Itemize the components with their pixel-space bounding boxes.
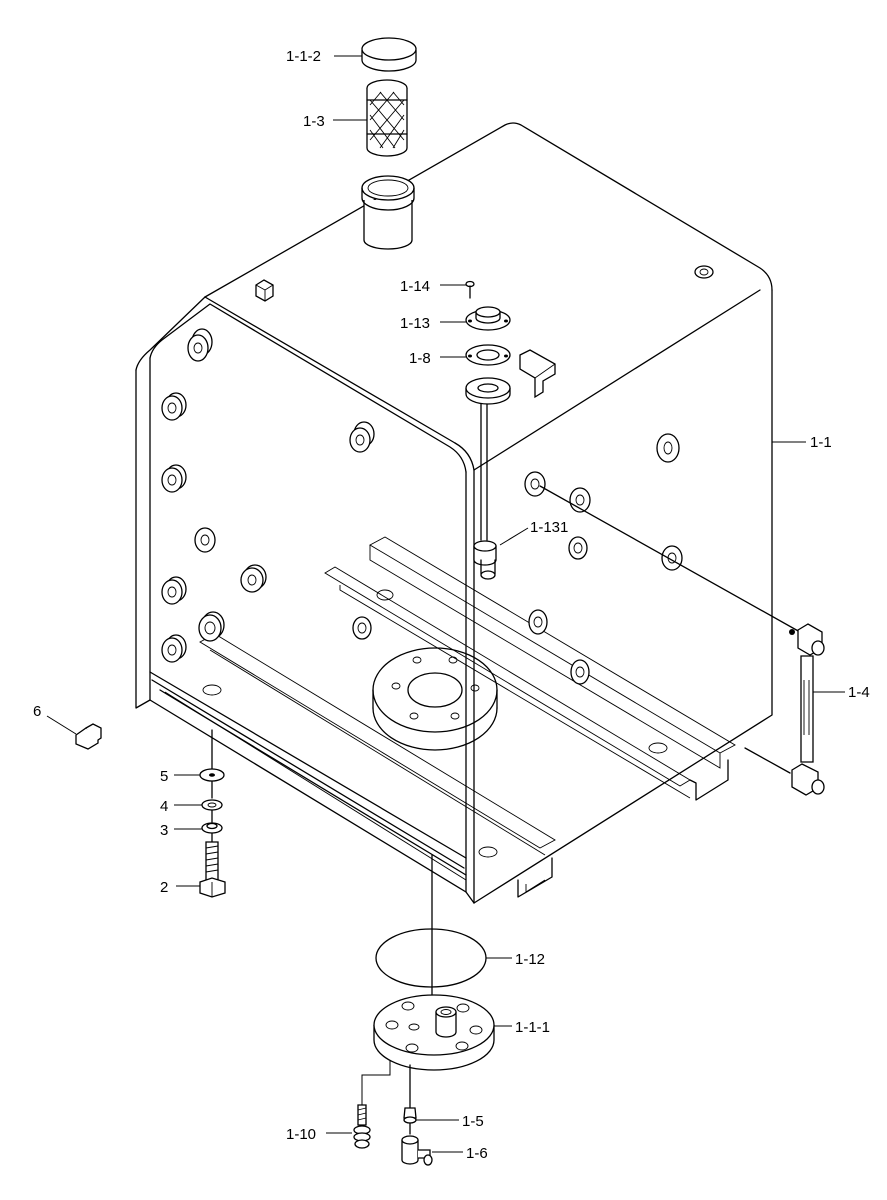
label-1-131: 1-131 [530, 519, 568, 536]
label-3: 3 [160, 822, 168, 839]
leader-lines [46, 55, 845, 1153]
label-5: 5 [160, 768, 168, 785]
label-2: 2 [160, 879, 168, 896]
callout-labels: 1-1-2 1-3 1-14 1-13 1-8 1-1 1-131 1-4 6 … [33, 48, 870, 1162]
label-1-6: 1-6 [466, 1145, 488, 1162]
label-1-5: 1-5 [462, 1113, 484, 1130]
top-bracket [519, 349, 556, 399]
drain-plate-1-1-1 [373, 854, 495, 1071]
label-1-4: 1-4 [848, 684, 870, 701]
label-1-14: 1-14 [400, 278, 430, 295]
filler-neck [361, 175, 415, 250]
cap-1-1-2 [361, 37, 417, 72]
label-1-8: 1-8 [409, 350, 431, 367]
label-4: 4 [160, 798, 168, 815]
o-ring-1-12 [375, 928, 487, 988]
tank-body-1-1 [135, 122, 773, 904]
tank-bosses [161, 265, 714, 685]
gauge-stack [465, 280, 511, 580]
filter-screen-1-3 [366, 79, 408, 157]
label-1-13: 1-13 [400, 315, 430, 332]
drain-fittings [353, 1060, 433, 1166]
label-1-3: 1-3 [303, 113, 325, 130]
internal-skid-rails [199, 536, 736, 898]
label-1-1-1: 1-1-1 [515, 1019, 550, 1036]
label-1-10: 1-10 [286, 1126, 316, 1143]
label-1-1-2: 1-1-2 [286, 48, 321, 65]
bottom-flange-ring [372, 647, 498, 751]
label-1-1: 1-1 [810, 434, 832, 451]
mount-hardware [75, 723, 226, 898]
level-gauge-1-4 [539, 485, 825, 796]
label-6: 6 [33, 703, 41, 720]
label-1-12: 1-12 [515, 951, 545, 968]
